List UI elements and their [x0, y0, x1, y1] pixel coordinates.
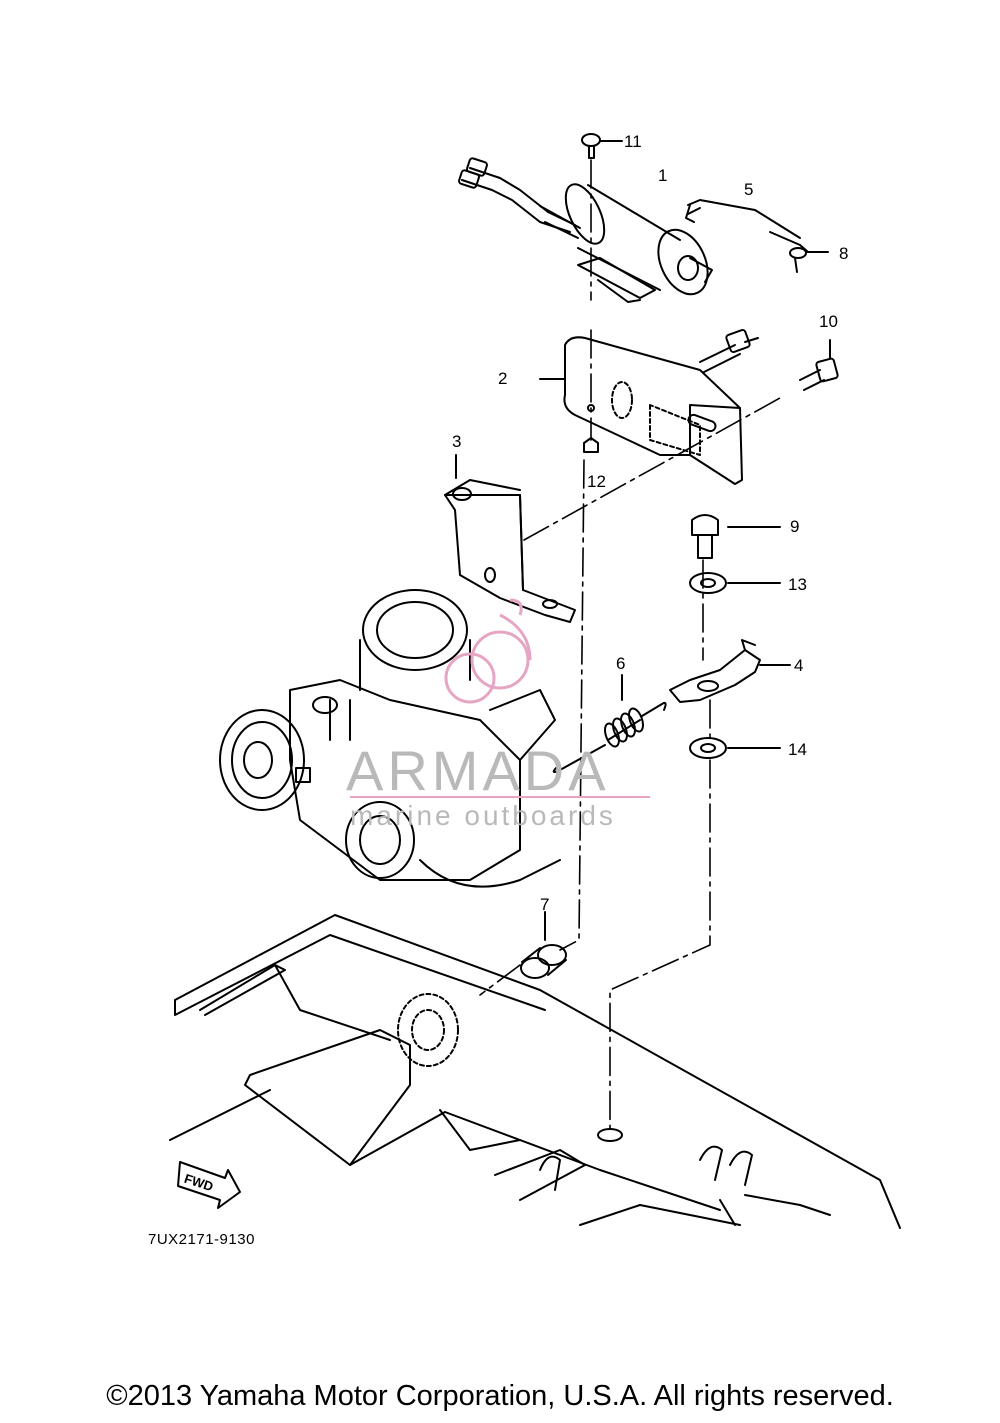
part-label-9[interactable]: 9: [790, 517, 800, 536]
nut-12: [583, 437, 599, 453]
part-label-12[interactable]: 12: [587, 472, 606, 491]
lever-4: [669, 639, 791, 703]
part-label-10[interactable]: 10: [819, 312, 838, 331]
bolt-10: [799, 339, 839, 391]
part-label-14[interactable]: 14: [788, 740, 807, 759]
part-label-13[interactable]: 13: [788, 575, 807, 594]
solenoid-part: [458, 157, 713, 303]
watermark-logo: [444, 598, 532, 704]
carburetor: [219, 589, 561, 888]
bracket-2: [539, 336, 743, 485]
part-label-8[interactable]: 8: [839, 244, 849, 263]
part-label-11[interactable]: 11: [624, 132, 642, 151]
bracket-3: [444, 454, 576, 623]
part-label-5[interactable]: 5: [744, 180, 754, 199]
bolt-9: [691, 514, 781, 559]
part-label-2[interactable]: 2: [498, 369, 508, 388]
part-label-7[interactable]: 7: [540, 895, 550, 914]
diagram-code: 7UX2171-9130: [148, 1231, 255, 1248]
fwd-arrow-icon: [177, 1161, 241, 1209]
watermark-title: ARMADA: [346, 739, 610, 802]
rod-5: [685, 199, 829, 273]
bolt: [699, 328, 759, 373]
part-label-6[interactable]: 6: [616, 654, 626, 673]
washer-13: [689, 572, 781, 594]
screw-11: [581, 133, 623, 159]
assembly-lines: [479, 159, 781, 1131]
collar-7: [520, 911, 567, 979]
spring-6: [552, 674, 667, 774]
watermark-subtitle: marine outboards: [350, 800, 616, 831]
copyright-notice: ©2013 Yamaha Motor Corporation, U.S.A. A…: [106, 1380, 894, 1412]
part-label-1[interactable]: 1: [658, 166, 668, 185]
washer-14: [689, 737, 781, 759]
part-label-4[interactable]: 4: [794, 656, 804, 675]
base-plate: [169, 914, 901, 1229]
part-label-3[interactable]: 3: [452, 432, 462, 451]
